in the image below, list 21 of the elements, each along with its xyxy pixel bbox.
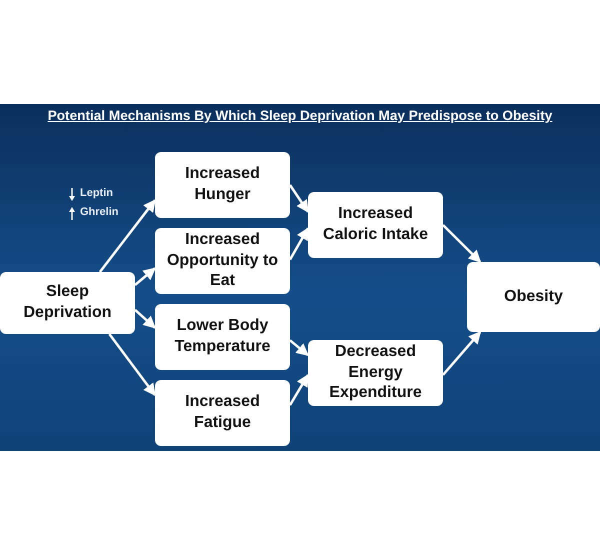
process-box: Increased Fatigue [155, 380, 290, 446]
process-box: Obesity [467, 262, 600, 332]
hormone-label: Leptin [80, 187, 113, 199]
process-box: Increased Caloric Intake [308, 192, 443, 258]
process-box: Sleep Deprivation [0, 272, 135, 334]
process-box: Increased Hunger [155, 152, 290, 218]
arrow [289, 339, 309, 356]
arrow [134, 267, 156, 286]
arrow [134, 308, 156, 329]
arrow [288, 184, 310, 213]
arrow [98, 199, 156, 273]
diagram-title: Potential Mechanisms By Which Sleep Deprivation May Predispose to Obesity [46, 108, 554, 123]
arrow [442, 331, 482, 376]
process-box: Lower Body Temperature [155, 304, 290, 370]
process-box: Decreased Energy Expenditure [308, 340, 443, 406]
arrow [288, 374, 310, 406]
arrow [442, 224, 482, 263]
arrow [108, 333, 156, 396]
arrow [288, 227, 310, 260]
process-box: Increased Opportunity to Eat [155, 228, 290, 294]
hormone-label: Ghrelin [80, 206, 119, 218]
